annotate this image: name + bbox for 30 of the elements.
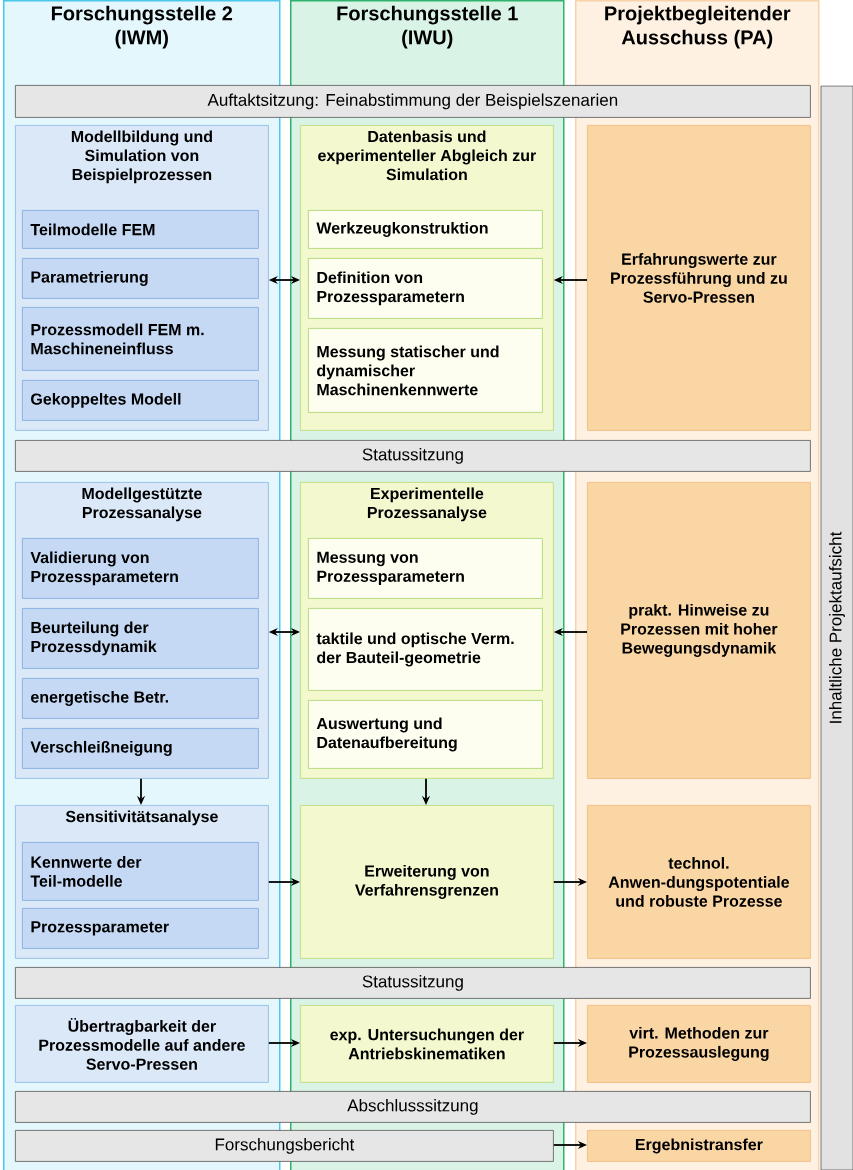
phase-bar: Statussitzung	[15, 967, 811, 999]
task-box: Kennwerte der Teil-modelle	[22, 842, 259, 901]
task-box: Validierung von Prozessparametern	[22, 538, 259, 599]
task-box: Definition von Prozessparametern	[308, 258, 543, 319]
task-box: Teilmodelle FEM	[22, 210, 259, 249]
phase-bar: Forschungsbericht	[15, 1130, 554, 1162]
group-box: exp. Untersuchungen der Antriebskinematiken	[300, 1005, 554, 1083]
group-box: Erweiterung von Verfahrensgrenzen	[300, 805, 554, 959]
group-box: Übertragbarkeit der Prozessmodelle auf andere Servo-Pressen	[15, 1005, 269, 1083]
task-box: Werkzeugkonstruktion	[308, 210, 543, 249]
task-box: Messung von Prozessparametern	[308, 538, 543, 599]
result-box: Ergebnistransfer	[587, 1130, 811, 1162]
task-box: Verschleißneigung	[22, 728, 259, 769]
result-box: technol. Anwen-dungspotentiale und robuste Prozesse	[587, 805, 811, 959]
task-box: energetische Betr.	[22, 678, 259, 719]
task-box: Prozessmodell FEM m. Maschineneinfluss	[22, 307, 259, 371]
task-box: Parametrierung	[22, 258, 259, 299]
task-box: Beurteilung der Prozessdynamik	[22, 608, 259, 669]
task-box: Messung statischer und dynamischer Maschinenkennwerte	[308, 328, 543, 413]
phase-bar: Statussitzung	[15, 440, 811, 472]
result-box: prakt. Hinweise zu Prozessen mit hoher Bewegungsdynamik	[587, 482, 811, 779]
phase-bar: Auftaktsitzung: Feinabstimmung der Beispielszenarien	[15, 85, 811, 118]
task-box: taktile und optische Verm. der Bauteil-geometrie	[308, 608, 543, 691]
side-bar: Inhaltliche Projektaufsicht	[820, 85, 853, 1170]
result-box: virt. Methoden zur Prozessauslegung	[587, 1005, 811, 1083]
phase-bar: Abschlusssitzung	[15, 1091, 811, 1123]
task-box: Auswertung und Datenaufbereitung	[308, 700, 543, 769]
result-box: Erfahrungswerte zur Prozessführung und zu Servo-Pressen	[587, 125, 811, 431]
task-box: Prozessparameter	[22, 908, 259, 949]
task-box: Gekoppeltes Modell	[22, 380, 259, 421]
